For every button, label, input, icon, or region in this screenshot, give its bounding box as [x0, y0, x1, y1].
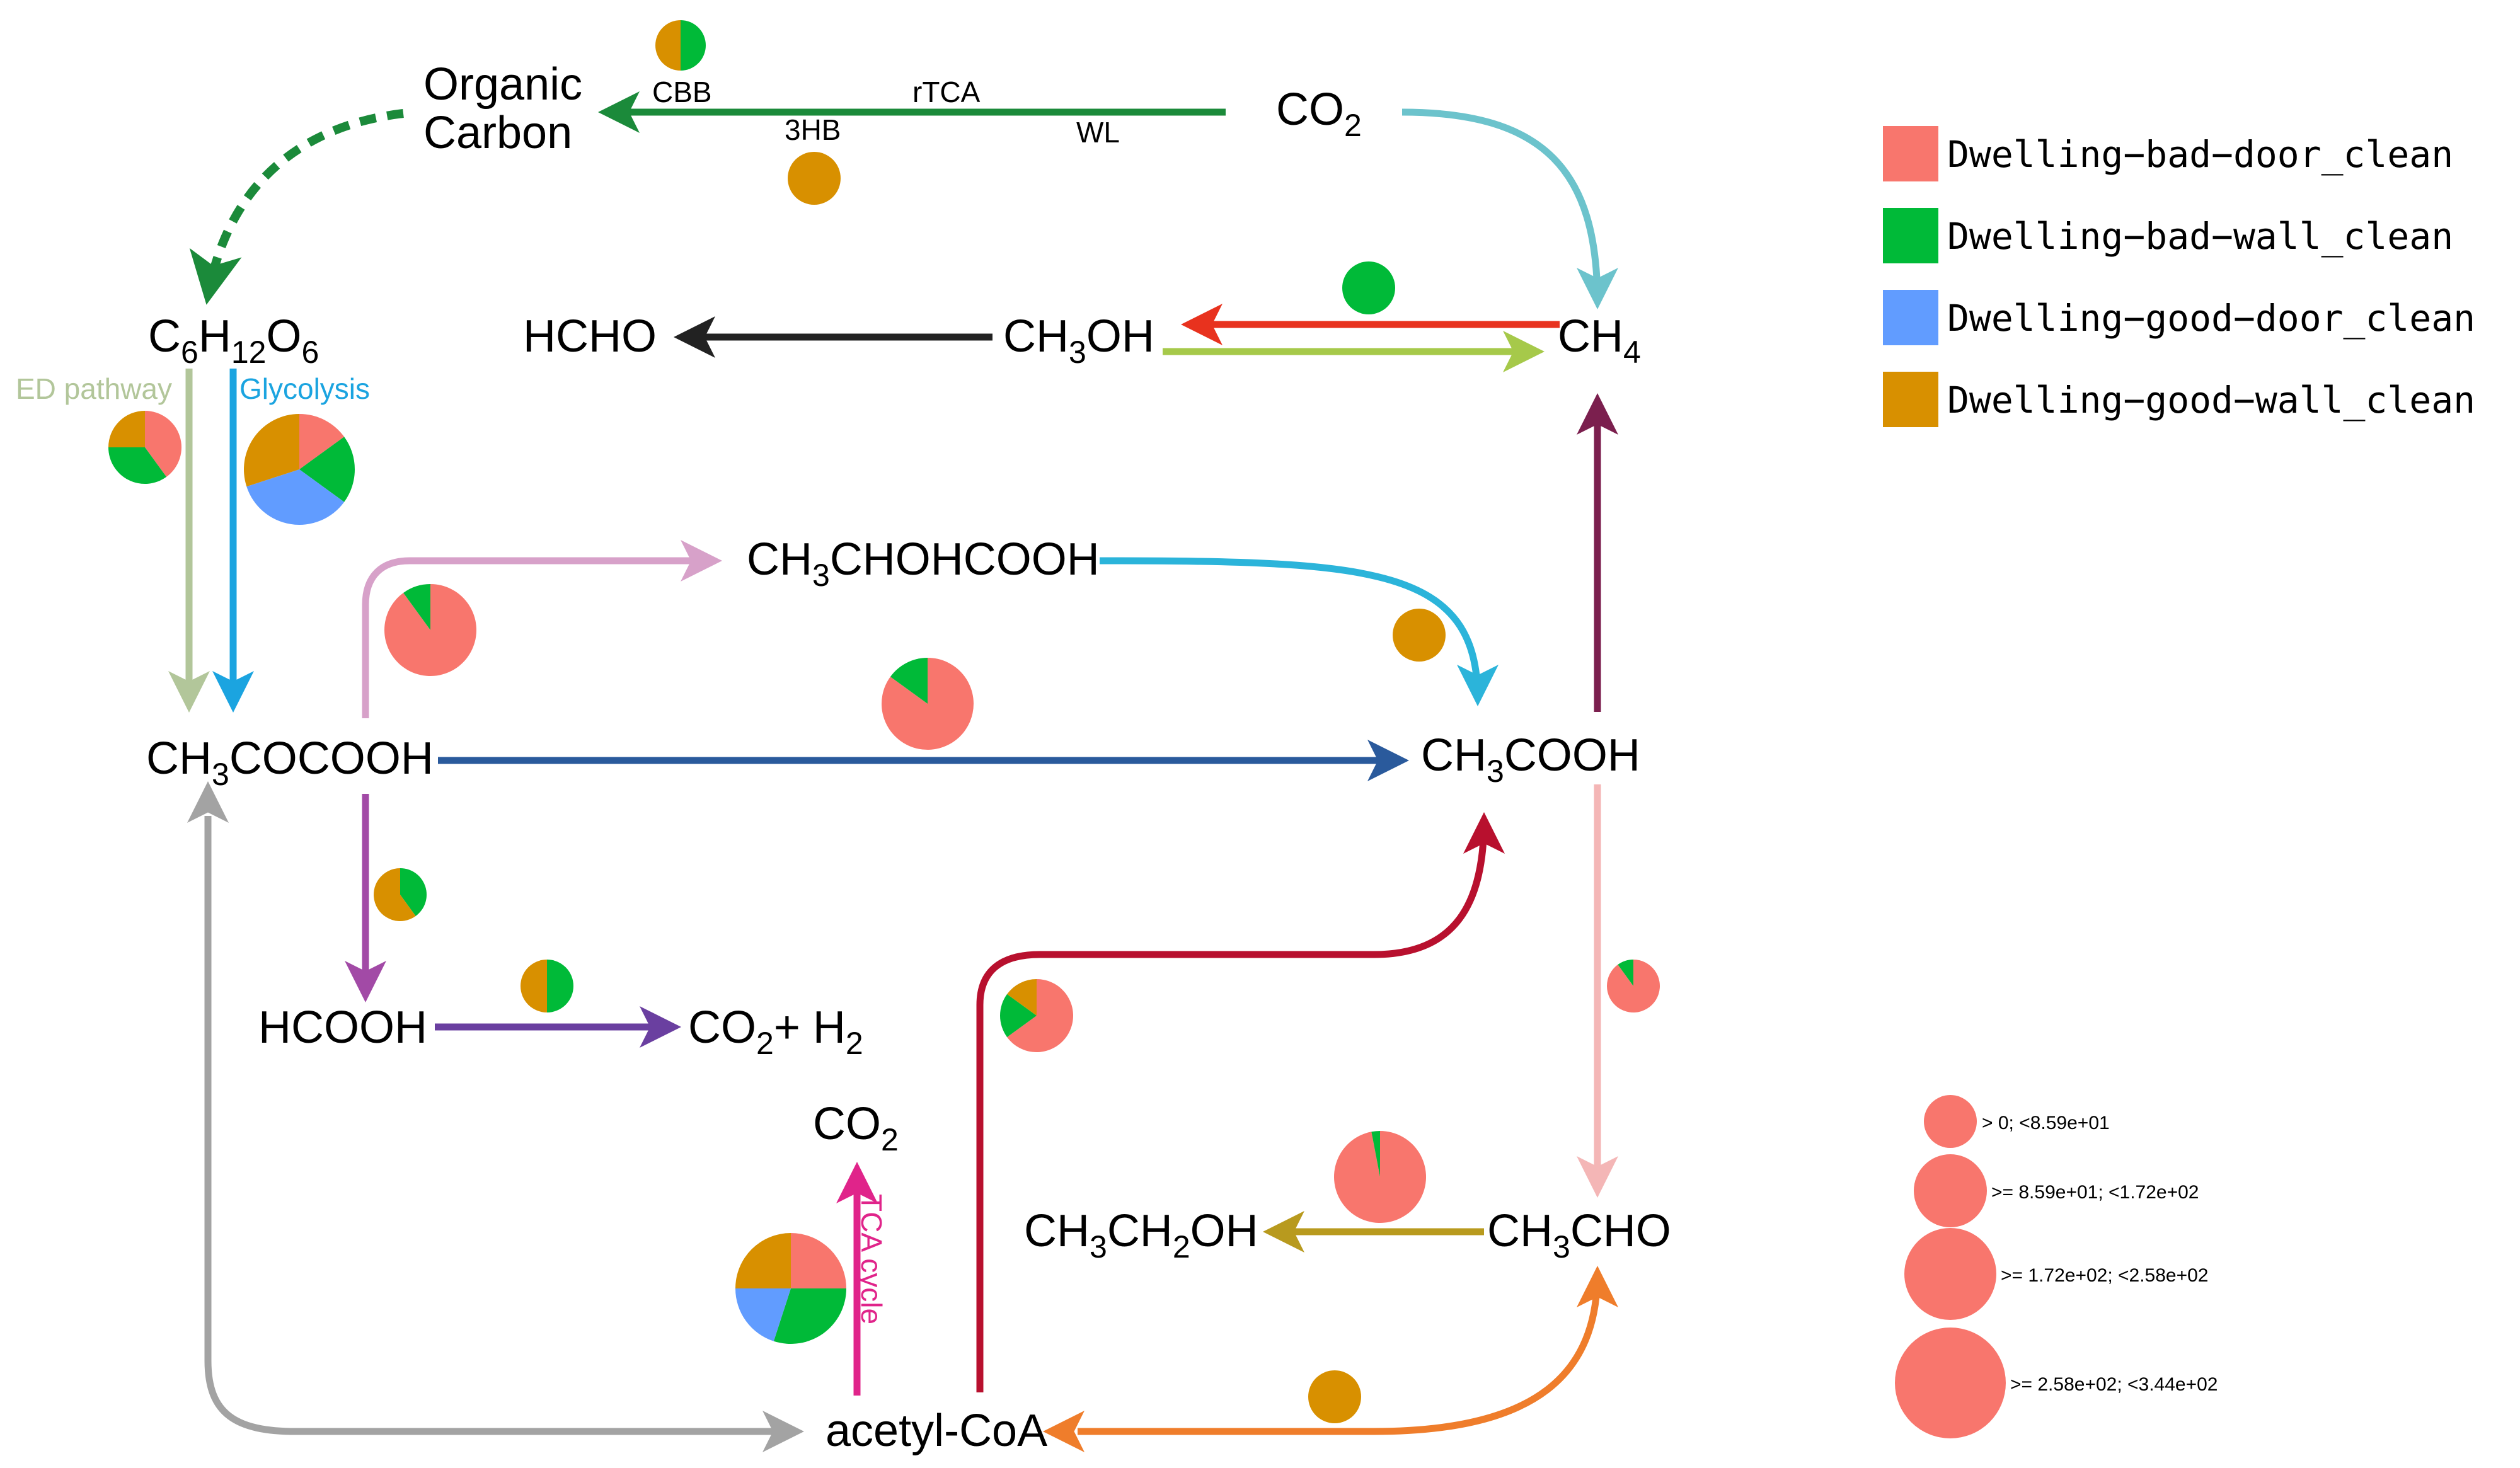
pie-slice-pyruvate-acetate-bad-wall	[890, 658, 928, 704]
glucose-label: C6H12O6	[148, 311, 319, 370]
pie-acetaldehyde-ethanol	[1334, 1131, 1426, 1223]
pie-slice-ed-pathway-good-wall	[108, 411, 145, 447]
pie-3hb	[788, 152, 841, 205]
formaldehyde-label: HCHO	[523, 311, 657, 362]
pie-slice-tca-cycle-good-door	[735, 1288, 791, 1341]
acetylcoa-acetaldehyde-arrow	[1043, 1266, 1618, 1452]
pie-slice-lactate-acetate-good-wall	[1393, 609, 1446, 662]
legend-label-good-wall: Dwelling−good−wall_clean	[1947, 379, 2475, 421]
co2-to-methane-arrow	[1401, 108, 1618, 309]
legend-label-bad-door: Dwelling−bad−door_clean	[1947, 133, 2453, 176]
legend-label-bad-wall: Dwelling−bad−wall_clean	[1947, 215, 2453, 258]
pie-cbb-3hb-top	[655, 20, 706, 71]
pie-slice-tca-cycle-bad-door	[791, 1233, 846, 1288]
size-legend-circle-4	[1895, 1328, 2006, 1438]
pie-slice-acetaldehyde-ethanol-bad-wall	[1371, 1131, 1380, 1177]
size-legend-label-3: >= 1.72e+02; <2.58e+02	[2001, 1265, 2209, 1286]
pie-slice-glycolysis-good-wall	[244, 414, 299, 487]
pie-slice-pyruvate-lactate-bad-wall	[403, 584, 430, 630]
size-legend-circle-3	[1904, 1228, 1996, 1320]
reaction-arrows	[168, 91, 1618, 1452]
size-legend-circle-2	[1914, 1154, 1987, 1227]
formate-label: HCOOH	[258, 1002, 427, 1053]
pyruvate-label: CH3COCOOH	[146, 733, 434, 792]
legend-swatch-bad-wall	[1883, 208, 1938, 263]
legend-label-good-door: Dwelling−good−door_clean	[1947, 297, 2475, 340]
wl-label: WL	[1076, 116, 1120, 149]
pie-slice-glycolysis-bad-door	[299, 414, 345, 469]
ed-pathway-label: ED pathway	[16, 372, 172, 405]
pie-ed-pathway	[108, 411, 181, 484]
size-legend-label-1: > 0; <8.59e+01	[1982, 1113, 2110, 1133]
methanol-label: CH3OH	[1003, 311, 1154, 370]
color-legend: Dwelling−bad−door_clean Dwelling−bad−wal…	[1883, 126, 2475, 427]
methane-label: CH4	[1558, 311, 1641, 370]
pie-slice-acetylcoa-acetaldehyde-good-wall	[1308, 1370, 1361, 1423]
cbb-label: CBB	[652, 76, 712, 108]
acetaldehyde-label: CH3CHO	[1487, 1206, 1671, 1264]
ethanol-label: CH3CH2OH	[1024, 1206, 1258, 1264]
pie-formate-h2	[521, 960, 573, 1012]
pie-slice-ed-pathway-bad-wall	[108, 447, 167, 484]
pie-slice-pyruvate-formate-bad-wall	[400, 868, 427, 916]
acetate-label: CH3COOH	[1421, 730, 1640, 789]
pie-slice-formate-h2-bad-wall	[547, 960, 573, 1012]
pyruvate-acetylcoa-arrow	[187, 781, 804, 1452]
size-legend-label-2: >= 8.59e+01; <1.72e+02	[1991, 1182, 2199, 1203]
rtca-label: rTCA	[912, 76, 981, 108]
pathway-labels: CBB rTCA 3HB WL ED pathway Glycolysis TC…	[16, 76, 1120, 1324]
pie-slice-glycolysis-bad-wall	[299, 437, 355, 502]
pie-pyruvate-lactate	[384, 584, 477, 676]
pyruvate-to-lactate-arrow	[362, 540, 722, 718]
pie-slice-formate-h2-good-wall	[521, 960, 547, 1012]
size-legend-label-4: >= 2.58e+02; <3.44e+02	[2010, 1374, 2218, 1395]
acetyl-coa-label: acetyl-CoA	[826, 1406, 1047, 1456]
acetylcoa-to-acetate-arrow	[976, 812, 1505, 1392]
organic-carbon-label-line2: Carbon	[423, 108, 572, 158]
pie-methane-oxidation	[1342, 261, 1395, 314]
pie-charts	[108, 20, 1660, 1423]
pie-tca-cycle	[735, 1233, 846, 1344]
pie-slice-methane-oxidation-bad-wall	[1342, 261, 1395, 314]
co2-h2-label: CO2+ H2	[688, 1002, 863, 1061]
size-legend-circle-1	[1924, 1095, 1977, 1148]
co2-top-label: CO2	[1276, 84, 1362, 143]
pie-acetate-acetaldehyde	[1607, 960, 1660, 1012]
organic-carbon-label-line1: Organic	[423, 59, 582, 110]
lactate-label: CH3CHOHCOOH	[747, 534, 1100, 593]
lactate-to-acetate-arrow	[1099, 557, 1499, 706]
pie-acetylcoa-acetaldehyde	[1308, 1370, 1361, 1423]
pie-slice-tca-cycle-good-wall	[735, 1233, 791, 1288]
compound-labels: Organic Carbon CO2 C6H12O6 HCHO CH3OH CH…	[146, 59, 1671, 1456]
co2-tca-label: CO2	[813, 1099, 899, 1157]
pie-slice-acetylcoa-acetate-bad-door	[1007, 979, 1074, 1053]
pie-slice-3hb-good-wall	[788, 152, 841, 205]
pie-slice-tca-cycle-bad-wall	[773, 1288, 846, 1344]
pie-slice-pyruvate-formate-good-wall	[374, 868, 416, 922]
pie-slice-ed-pathway-bad-door	[145, 411, 181, 477]
pie-slice-cbb-3hb-top-good-wall	[655, 20, 681, 71]
3hb-label: 3HB	[785, 113, 841, 146]
legend-swatch-bad-door	[1883, 126, 1938, 181]
pie-slice-acetylcoa-acetate-good-wall	[1007, 979, 1037, 1016]
pie-pyruvate-formate	[374, 868, 427, 922]
pie-slice-cbb-3hb-top-bad-wall	[681, 20, 706, 71]
pie-slice-glycolysis-good-door	[246, 469, 345, 525]
pie-slice-acetylcoa-acetate-bad-wall	[1000, 994, 1037, 1038]
pie-pyruvate-acetate	[882, 658, 974, 750]
pie-slice-acetate-acetaldehyde-bad-wall	[1618, 960, 1633, 986]
size-legend: > 0; <8.59e+01 >= 8.59e+01; <1.72e+02 >=…	[1895, 1095, 2218, 1438]
tca-cycle-label: TCA cycle	[855, 1194, 888, 1324]
organic-to-glucose-arrow	[189, 109, 404, 305]
legend-swatch-good-door	[1883, 290, 1938, 345]
pie-lactate-acetate	[1393, 609, 1446, 662]
pie-glycolysis	[244, 414, 355, 525]
pie-acetylcoa-acetate	[1000, 979, 1074, 1053]
glycolysis-label: Glycolysis	[239, 372, 370, 405]
legend-swatch-good-wall	[1883, 372, 1938, 427]
